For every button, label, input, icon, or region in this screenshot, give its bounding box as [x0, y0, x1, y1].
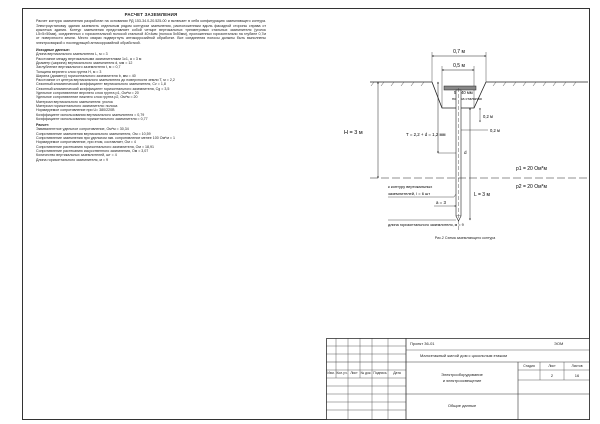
- strip-length-label: длина горизонтального заземлителя, м = 9: [388, 223, 464, 227]
- list-item: Коэффициент использования горизонтальног…: [36, 116, 148, 121]
- dim-h-label: H = 3 м: [344, 130, 363, 136]
- strip-material-label: полоса стальная: [452, 97, 482, 101]
- list-item: Ширина (диаметр) горизонтального заземли…: [36, 73, 136, 78]
- list-item: Толщина верхнего слоя грунта H, м = 3: [36, 69, 102, 74]
- title-block-grid: [326, 338, 590, 420]
- section-title-1: Электрооборудование: [441, 372, 483, 377]
- building-name: Малоэтажный жилой дом с цокольным этажом: [420, 353, 508, 358]
- list-item: Нормируемое сопротивление, при этом, сос…: [36, 140, 136, 145]
- rod-note-1: к контуру вертикальных: [388, 184, 432, 189]
- list-item: Сопротивление заземления вертикального з…: [36, 131, 151, 136]
- calc-title: РАСЧЕТ ЗАЗЕМЛЕНИЯ: [124, 12, 178, 17]
- col-stage-label: Стадия: [523, 364, 535, 368]
- list-item: Длина горизонтального заземлителя, м = 9: [36, 157, 109, 162]
- list-item: Диаметр (ширина) вертикального заземлите…: [36, 60, 133, 65]
- col-sheet-label: Лист: [548, 364, 556, 368]
- dim-t-label: T = 2,2 + d = 1,2 мм: [406, 132, 446, 137]
- col-signature: Подпись: [373, 371, 387, 375]
- ground-surface: [370, 81, 588, 109]
- dim-a-label: a = 3: [436, 200, 446, 205]
- sheet-name: Общие данные: [447, 403, 477, 408]
- list-item: Эквивалентное удельное сопротивление, Ом…: [36, 127, 129, 132]
- list-item: Удельное сопротивление верхнего слоя гру…: [36, 91, 139, 96]
- d-label: d: [464, 150, 467, 155]
- list-item: Удельное сопротивление нижнего слоя грун…: [36, 95, 138, 100]
- dim-02a-label: 0,2 м: [483, 114, 493, 119]
- calc-intro: Расчет контура заземления разработан на …: [36, 19, 266, 45]
- sheets-total: 16: [574, 373, 580, 378]
- list-item: Нормируемое сопротивление при U= 380/220…: [36, 108, 115, 113]
- col-qty: Кол.уч.: [336, 371, 348, 375]
- input-heading: Исходные данные:: [36, 48, 70, 53]
- sheet-frame: [22, 8, 590, 420]
- dim-07-label: 0,7 м: [453, 49, 465, 55]
- input-list: Длина вертикального заземлителя L, м = 3…: [36, 52, 266, 121]
- list-item: Длина вертикального заземлителя L, м = 3: [36, 52, 108, 57]
- sheet-number: 2: [550, 373, 554, 378]
- list-item: Заглубление вертикального заземлителя t,…: [36, 65, 121, 70]
- dim-02b-label: 0,2 м: [490, 128, 500, 133]
- rho1-label: р1 = 20 Ом*м: [516, 166, 547, 172]
- col-change: Изм.: [327, 371, 335, 375]
- list-item: Расстояние между вертикальными заземлите…: [36, 56, 142, 61]
- strip-size-label: 5 × 40 мм: [454, 90, 473, 95]
- dim-05-label: 0,5 м: [453, 63, 465, 69]
- list-item: Сезонный климатический коэффициент верти…: [36, 82, 166, 87]
- col-sheets-label: Листов: [571, 364, 583, 368]
- col-date: Дата: [393, 371, 401, 375]
- top-dimensions: [431, 52, 487, 108]
- list-item: Количество вертикальных заземлителей, шт…: [36, 153, 117, 158]
- list-item: Сопротивление растеканию горизонтального…: [36, 144, 155, 149]
- dim-l-label: L = 3 м: [474, 192, 490, 198]
- list-item: Сезонный климатический коэффициент гориз…: [36, 86, 170, 91]
- list-item: Коэффициент использования вертикального …: [36, 112, 145, 117]
- list-item: Сопротивление заземления при удельном эк…: [36, 136, 176, 141]
- result-list: Эквивалентное удельное сопротивление, Ом…: [36, 127, 266, 161]
- col-sheet: Лист: [350, 371, 358, 375]
- rho2-label: р2 = 20 Ом*м: [516, 184, 547, 190]
- section-title-2: и электроосвещение: [442, 378, 482, 383]
- grounding-diagram: 0,7 м 0,5 м 5 × 40 мм полоса стальная H …: [344, 49, 588, 230]
- project-number: Проект 36-01: [410, 341, 435, 346]
- rod-note-2: заземлителей, l = 6 шт: [388, 191, 430, 196]
- calculation-block: РАСЧЕТ ЗАЗЕМЛЕНИЯ Расчет контура заземле…: [36, 12, 266, 242]
- title-block: Проект 36-01 ЭОМ Малоэтажный жилой дом с…: [326, 338, 590, 420]
- list-item: Расстояние от центра вертикального зазем…: [36, 78, 175, 83]
- list-item: Сопротивление растеканию искусственного …: [36, 148, 149, 153]
- col-doc-no: № док.: [360, 371, 372, 375]
- result-heading: Расчет:: [36, 123, 50, 128]
- project-code: ЭОМ: [554, 341, 564, 346]
- list-item: Материал вертикального заземлителя: угол…: [36, 99, 113, 104]
- list-item: Материал горизонтального заземлителя: по…: [36, 103, 118, 108]
- figure-caption: Рис.2 Схема заземляющего контура: [434, 236, 496, 240]
